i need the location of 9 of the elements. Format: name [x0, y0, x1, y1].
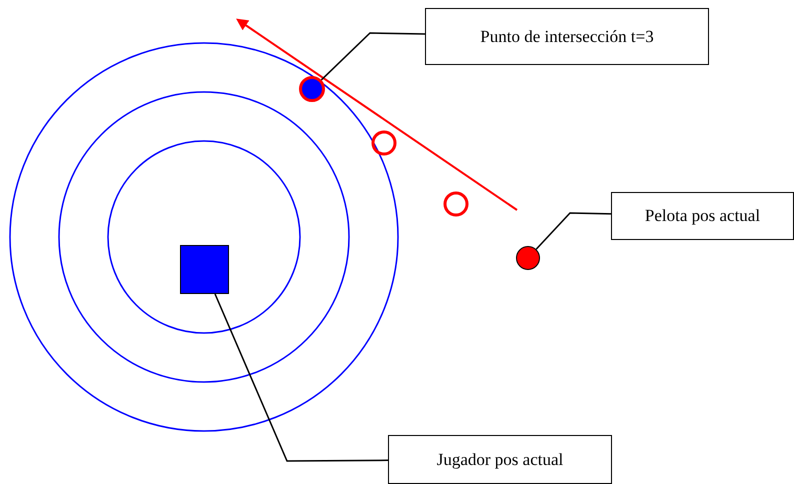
callout-label: Pelota pos actual: [611, 192, 794, 240]
callout-label: Jugador pos actual: [388, 435, 612, 484]
player-marker: [180, 245, 229, 294]
intersection-point-marker: [299, 76, 325, 102]
leader-line: [320, 32, 426, 81]
callout-label: Punto de intersección t=3: [425, 8, 709, 65]
leader-line: [536, 212, 612, 250]
leader-line: [214, 294, 388, 462]
ball-marker: [516, 246, 540, 270]
